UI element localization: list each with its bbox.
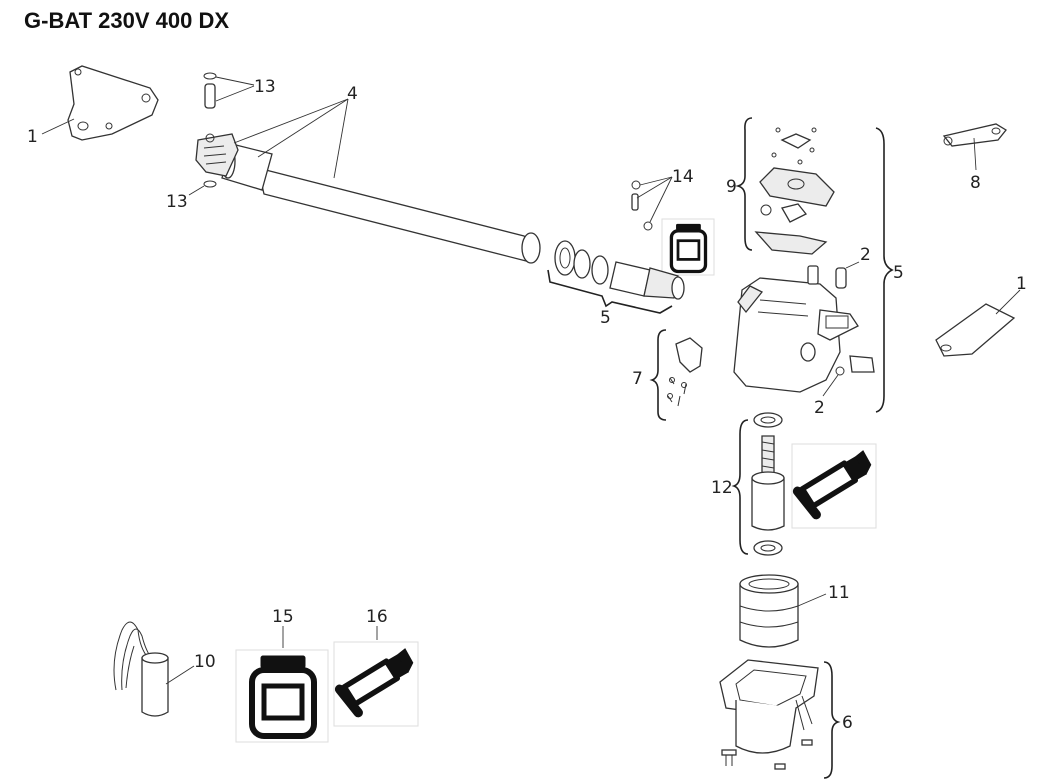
callout-13-top: 13 [254,77,276,97]
worm-shaft-part[interactable] [751,412,785,556]
callout-2-top: 2 [860,245,871,265]
clamp-and-screws-part[interactable] [667,337,703,407]
small-pin-set-part[interactable] [631,180,653,231]
callout-13-bottom: 13 [166,192,188,212]
callout-1-rear: 1 [27,127,38,147]
grease-jar-icon [249,655,317,739]
callout-5-shaft: 5 [600,308,611,328]
page-title: G-BAT 230V 400 DX [24,8,230,33]
cover-assembly-part[interactable] [754,127,835,255]
release-lever-part[interactable] [942,123,1007,147]
grease-jar-icon [669,223,708,274]
callout-9: 9 [726,177,737,197]
callout-10: 10 [194,652,216,672]
callout-14: 14 [672,167,694,187]
callout-12: 12 [711,478,733,498]
callout-5-housing: 5 [893,263,904,283]
gear-ring-part[interactable] [739,574,799,648]
callout-15: 15 [272,607,294,627]
callout-16: 16 [366,607,388,627]
gearbox-housing-part[interactable] [733,265,875,393]
base-housing-part[interactable] [719,659,819,770]
capacitor-part[interactable] [113,621,169,717]
callout-11: 11 [828,583,850,603]
grease-tube-icon [792,450,872,520]
pin-and-circlip-part[interactable] [203,72,217,188]
grease-tube-icon [334,648,414,718]
callout-6: 6 [842,713,853,733]
actuator-tube-part[interactable] [195,133,541,264]
motor-shaft-part[interactable] [554,240,685,300]
callout-8: 8 [970,173,981,193]
plug-part[interactable] [835,267,847,376]
rear-bracket-part[interactable] [67,65,159,141]
callout-7: 7 [632,369,643,389]
front-bracket-part[interactable] [935,303,1016,357]
callout-4: 4 [347,84,358,104]
callout-1-front: 1 [1016,274,1027,294]
callout-2-bottom: 2 [814,398,825,418]
